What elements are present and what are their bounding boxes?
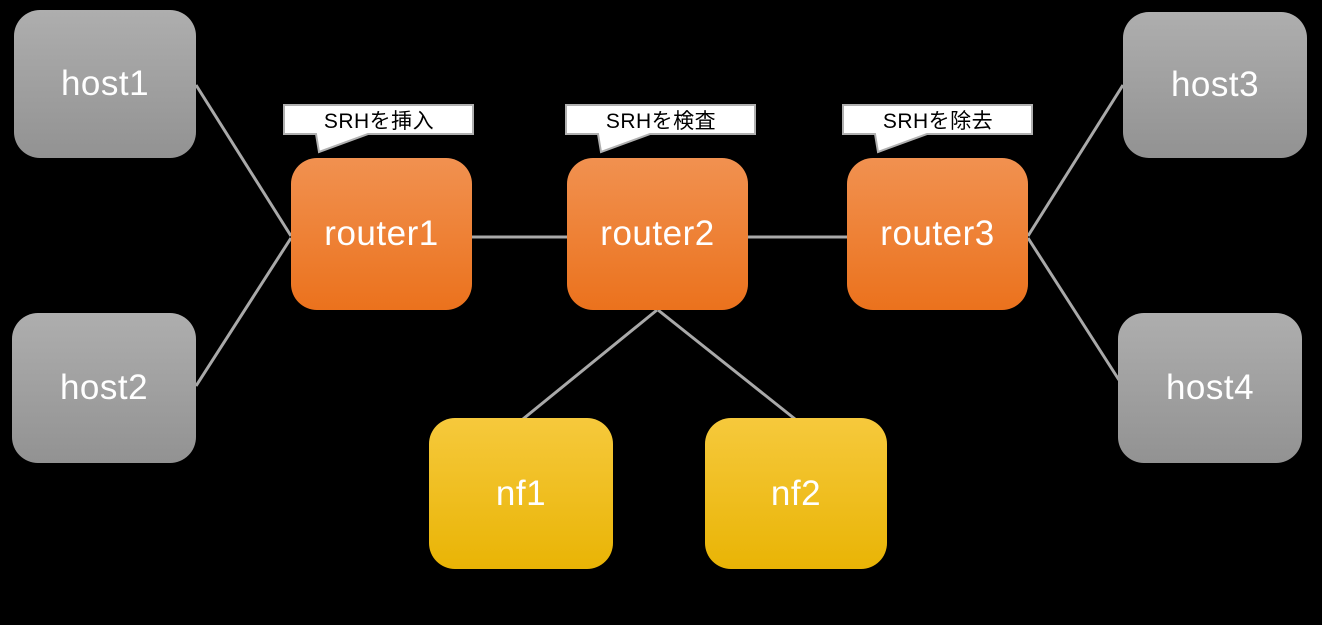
- node-host2: host2: [12, 313, 196, 463]
- node-nf1: nf1: [429, 418, 613, 569]
- node-label: router2: [600, 214, 715, 253]
- node-label: host4: [1165, 368, 1255, 407]
- callout-label: SRHを挿入: [323, 109, 435, 133]
- node-label: host3: [1170, 65, 1260, 104]
- speech-bubble-icon: [842, 104, 1033, 154]
- edge-host2-router1: [194, 237, 293, 387]
- node-label: nf2: [770, 473, 822, 513]
- speech-bubble-icon: [565, 104, 756, 154]
- callout-srh-remove: SRHを除去: [842, 104, 1034, 154]
- node-host4: host4: [1118, 313, 1302, 463]
- edge-host1-router1: [194, 84, 293, 237]
- callout-label: SRHを除去: [882, 109, 994, 133]
- edge-router3-host3: [1026, 84, 1125, 237]
- edge-router3-host4: [1026, 237, 1121, 381]
- node-label: host1: [60, 64, 150, 103]
- node-label: router1: [324, 214, 439, 253]
- node-label: router3: [880, 214, 995, 253]
- callout-srh-insert: SRHを挿入: [283, 104, 475, 154]
- callout-label: SRHを検査: [605, 109, 717, 133]
- callout-srh-inspect: SRHを検査: [565, 104, 757, 154]
- edge-router2-nf1: [522, 308, 658, 421]
- node-router2: router2: [567, 158, 748, 310]
- speech-bubble-icon: [283, 104, 474, 154]
- node-router1: router1: [291, 158, 472, 310]
- node-nf2: nf2: [705, 418, 887, 569]
- node-host3: host3: [1123, 12, 1307, 158]
- node-label: host2: [59, 368, 149, 407]
- node-label: nf1: [495, 473, 547, 513]
- node-host1: host1: [14, 10, 196, 158]
- node-router3: router3: [847, 158, 1028, 310]
- edge-router2-nf2: [657, 308, 796, 421]
